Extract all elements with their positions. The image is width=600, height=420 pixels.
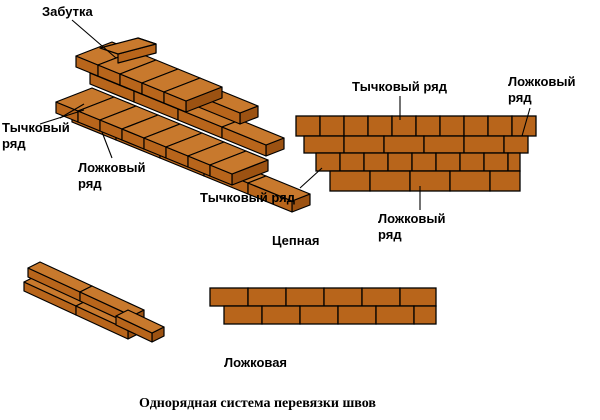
isometric-chain-bond-wall <box>55 37 311 213</box>
diagram-caption: Однорядная система перевязки швов <box>139 396 376 411</box>
stretcher-brick <box>285 287 325 307</box>
brick-top <box>209 150 269 175</box>
label-tychkovy-top: Тычковый ряд <box>352 79 447 94</box>
leader-line <box>71 19 117 59</box>
header-brick <box>463 115 489 137</box>
header-brick <box>363 152 389 172</box>
stretcher-brick <box>261 305 301 325</box>
label-lozhkovy-left-line1: Ложковый <box>78 160 146 175</box>
brick-top <box>99 37 157 55</box>
brick-top <box>247 175 311 202</box>
header-brick <box>415 115 441 137</box>
label-lozhkovy-right-line2: ряд <box>508 90 532 105</box>
stretcher-brick <box>449 170 491 192</box>
stretcher-brick <box>323 287 363 307</box>
stretcher-brick <box>337 305 377 325</box>
header-brick <box>483 152 509 172</box>
label-tychkovy-mid: Тычковый ряд <box>200 190 295 205</box>
leader-line <box>299 167 323 189</box>
stretcher-brick <box>303 135 345 154</box>
header-brick <box>487 115 513 137</box>
stretcher-brick <box>463 135 505 154</box>
stretcher-brick <box>299 305 339 325</box>
label-lozhkovy-bottom-line2: ряд <box>378 227 402 242</box>
stretcher-brick <box>343 135 385 154</box>
leader-lines <box>39 19 531 210</box>
header-brick <box>339 152 365 172</box>
leader-line <box>39 109 85 125</box>
header-brick <box>315 152 341 172</box>
stretcher-brick <box>209 287 249 307</box>
header-brick <box>459 152 485 172</box>
stretcher-brick <box>409 170 451 192</box>
leader-line <box>101 131 113 159</box>
stretcher-brick <box>223 305 263 325</box>
label-zabutka: Забутка <box>42 4 93 19</box>
header-brick <box>295 115 321 137</box>
label-lozhkovy-left-line2: ряд <box>78 176 102 191</box>
header-brick <box>411 152 437 172</box>
stretcher-brick <box>383 135 425 154</box>
brick-top <box>115 309 165 334</box>
stretcher-bond-front-view <box>209 287 437 325</box>
header-brick <box>367 115 393 137</box>
brick-top <box>221 119 285 146</box>
header-brick <box>343 115 369 137</box>
stretcher-brick <box>399 287 437 307</box>
stretcher-bond-isometric <box>23 261 165 343</box>
header-brick <box>319 115 345 137</box>
header-brick <box>507 152 521 172</box>
header-brick <box>391 115 417 137</box>
header-brick <box>435 152 461 172</box>
stretcher-brick <box>503 135 529 154</box>
leader-line <box>521 107 531 137</box>
header-brick <box>439 115 465 137</box>
stretcher-brick <box>489 170 521 192</box>
header-brick <box>511 115 537 137</box>
leader-line <box>59 103 85 119</box>
stretcher-brick <box>361 287 401 307</box>
label-tychkovy-left-line1: Тычковый <box>2 120 70 135</box>
label-lozhkovy-bottom-line1: Ложковый <box>378 211 446 226</box>
stretcher-brick <box>369 170 411 192</box>
stretcher-brick <box>413 305 437 325</box>
stretcher-brick <box>247 287 287 307</box>
stretcher-brick <box>375 305 415 325</box>
stretcher-brick <box>423 135 465 154</box>
label-lozhkovy-right-line1: Ложковый <box>508 74 576 89</box>
brick-top <box>163 77 223 102</box>
label-lozhkovaya: Ложковая <box>224 355 288 370</box>
chain-bond-front-view <box>295 115 537 192</box>
label-tsepnaya: Цепная <box>272 233 320 248</box>
stretcher-brick <box>329 170 371 192</box>
header-brick <box>387 152 413 172</box>
label-tychkovy-left-line2: ряд <box>2 136 26 151</box>
